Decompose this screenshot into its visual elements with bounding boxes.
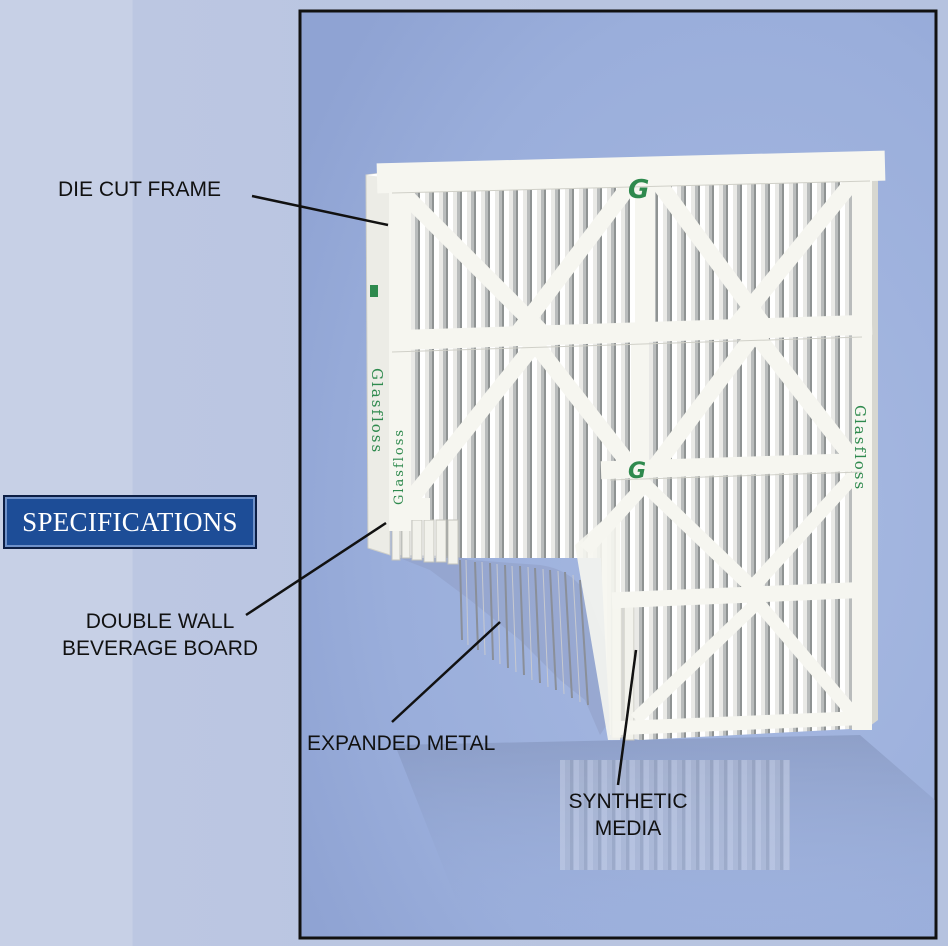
svg-text:Glasfloss: Glasfloss: [368, 368, 386, 454]
callout-leaders: [245, 194, 638, 786]
frame-side-edge: [365, 171, 391, 556]
specifications-heading-text: SPECIFICATIONS: [22, 506, 238, 537]
callout-expanded-metal: EXPANDED METAL: [307, 732, 496, 755]
brand-wordmark-icon: Glasfloss Glasfloss Glasfloss: [368, 285, 869, 505]
die-cut-frame: [376, 150, 886, 736]
svg-text:Glasfloss: Glasfloss: [392, 428, 407, 505]
callout-double-wall-beverage-board: DOUBLE WALL BEVERAGE BOARD: [61, 610, 259, 660]
callout-synthetic-media: SYNTHETIC MEDIA: [568, 790, 688, 840]
brand-logo-g-icon: G G: [628, 175, 649, 484]
specifications-heading: SPECIFICATIONS: [3, 495, 257, 549]
svg-text:G: G: [628, 175, 649, 205]
svg-text:Glasfloss: Glasfloss: [851, 405, 869, 491]
expanded-metal-cutaway: [392, 555, 610, 735]
svg-text:G: G: [628, 459, 646, 484]
callout-die-cut-frame: DIE CUT FRAME: [58, 178, 221, 201]
